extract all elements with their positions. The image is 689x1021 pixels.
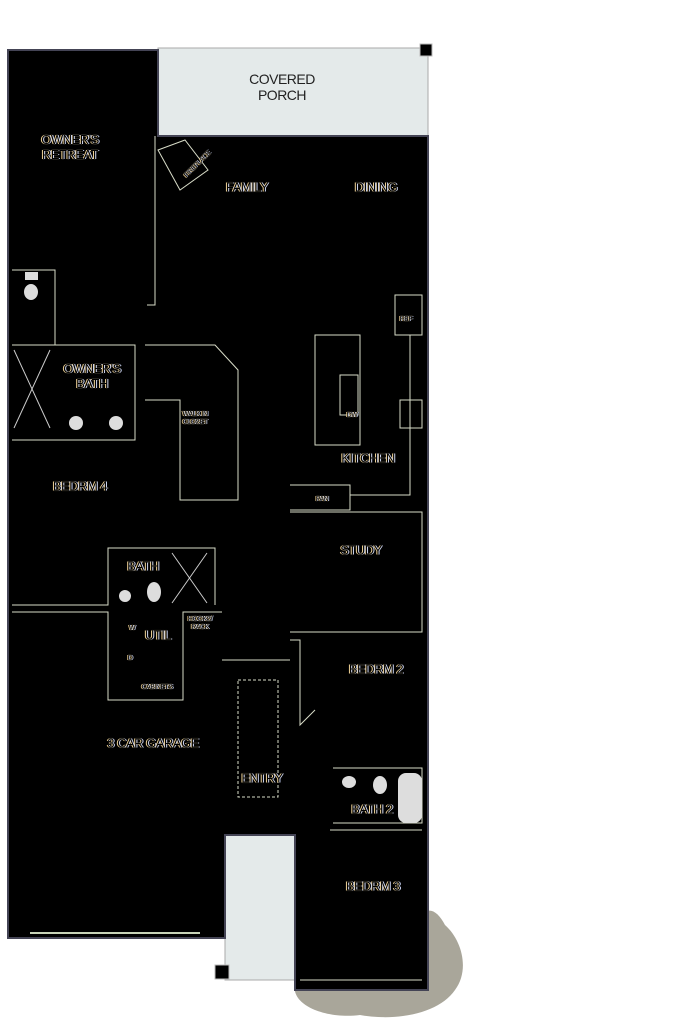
room-label-covered-porch: COVERED PORCH [249, 71, 315, 103]
room-label-util: UTIL [144, 627, 172, 643]
room-label-bath: BATH [127, 558, 159, 574]
room-label-entry: ENTRY [241, 770, 283, 786]
room-label-bedrm2: BEDRM 2 [348, 661, 404, 677]
appliance-label-ref: REF [399, 315, 413, 323]
room-label-walk-in-closet: WALK IN CLOSET [182, 410, 208, 427]
room-label-bedrm3: BEDRM 3 [345, 878, 401, 894]
room-label-bedrm4: BEDRM 4 [52, 478, 108, 494]
room-label-kitchen: KITCHEN [341, 450, 395, 466]
room-label-pantry: PAN [315, 495, 329, 503]
column-marker [419, 43, 433, 57]
room-label-garage: 3 CAR GARAGE [107, 735, 199, 751]
rack-text: HOOKS/ RACK [187, 615, 213, 631]
room-label-owners-retreat: OWNER'S RETREAT [41, 132, 99, 163]
room-label-study: STUDY [340, 542, 382, 558]
building-footprint [7, 49, 429, 991]
fixture-label-rack: HOOKS/ RACK [187, 615, 213, 632]
fixture-label-cabinets: CABINETS [141, 683, 173, 691]
entry-porch-area [224, 834, 296, 981]
appliance-label-dryer: D [127, 654, 133, 662]
owners-retreat-text: OWNER'S RETREAT [41, 132, 99, 162]
room-label-bath2: BATH 2 [351, 801, 393, 817]
owners-bath-text: OWNER'S BATH [63, 361, 121, 391]
covered-porch-text: COVERED PORCH [249, 70, 315, 103]
walk-in-closet-text: WALK IN CLOSET [182, 410, 208, 426]
column-marker [214, 964, 230, 980]
appliance-label-dw: DW [346, 411, 358, 419]
room-label-owners-bath: OWNER'S BATH [63, 361, 121, 392]
room-label-family: FAMILY [225, 179, 269, 195]
room-label-dining: DINING [354, 179, 398, 195]
appliance-label-washer: W [128, 624, 136, 632]
